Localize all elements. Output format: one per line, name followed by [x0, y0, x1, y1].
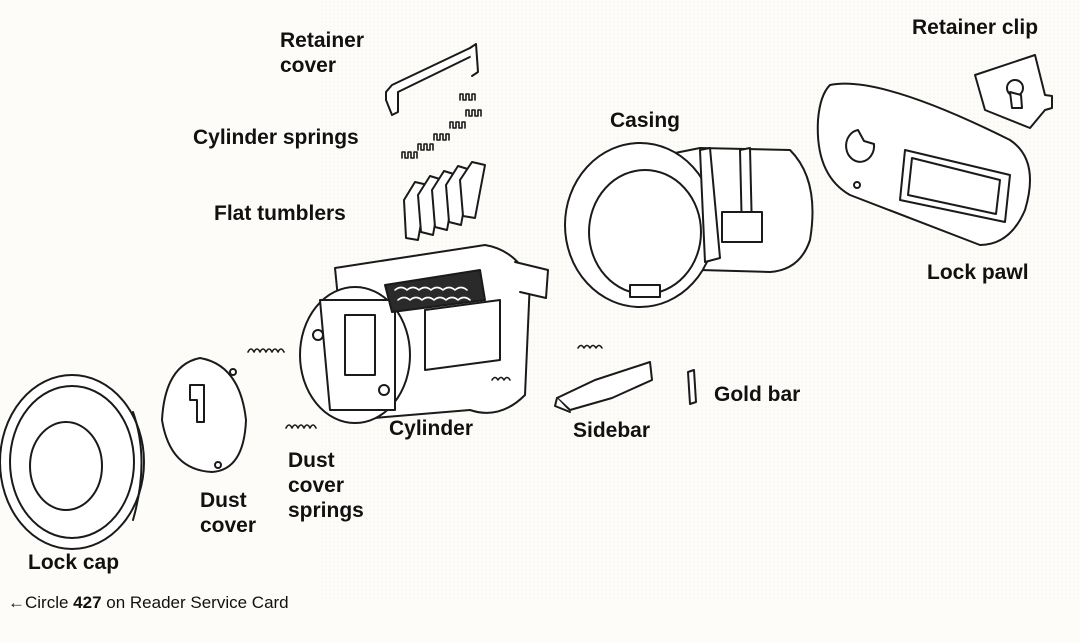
dust-cover-springs-part: [247, 348, 317, 429]
caption-number: 427: [73, 593, 102, 612]
casing-part: [564, 142, 814, 308]
lock-pawl-part: [816, 82, 1031, 246]
sidebar-part: [554, 361, 653, 413]
dust-cover-label: Dust cover: [200, 489, 257, 537]
flat-tumblers-part: [403, 161, 486, 241]
caption-suffix: on Reader Service Card: [101, 593, 289, 612]
retainer-clip-part: [974, 54, 1053, 129]
retainer-clip-label: Retainer clip: [912, 16, 1039, 39]
sidebar-label: Sidebar: [573, 419, 651, 442]
retainer-cover-part: [385, 43, 479, 116]
dust-cover-part: [161, 357, 247, 473]
cylinder-part: [299, 244, 549, 424]
retainer-cover-label: Retainer cover: [280, 29, 365, 77]
lock-pawl-label: Lock pawl: [927, 261, 1029, 284]
cylinder-springs-part: [401, 93, 482, 159]
lock-cap-part: [0, 374, 145, 550]
reader-service-caption: ←Circle 427 on Reader Service Card: [8, 593, 289, 613]
gold-bar-part: [687, 369, 697, 405]
flat-tumblers-label: Flat tumblers: [214, 202, 346, 225]
cylinder-label: Cylinder: [389, 417, 474, 440]
dust-cover-springs-label: Dust cover springs: [288, 449, 364, 522]
lock-cap-label: Lock cap: [28, 551, 120, 574]
caption-prefix: Circle: [25, 593, 74, 612]
casing-label: Casing: [610, 109, 681, 132]
sidebar-springs-part: [491, 344, 603, 381]
gold-bar-label: Gold bar: [714, 383, 801, 406]
cylinder-springs-label: Cylinder springs: [193, 126, 359, 149]
left-arrow-icon: ←: [8, 593, 25, 612]
